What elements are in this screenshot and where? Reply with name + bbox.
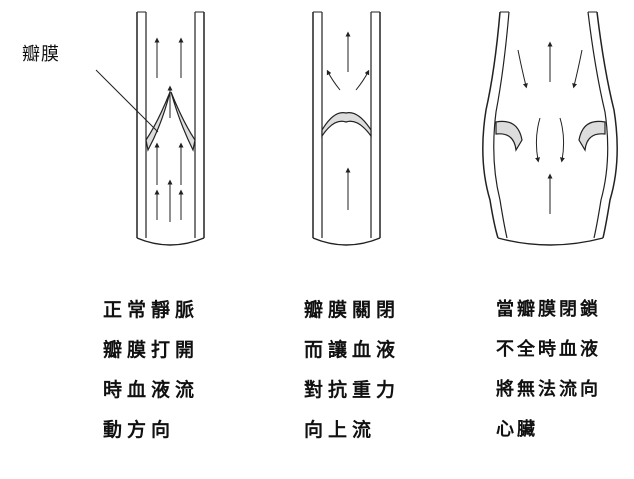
- caption-line: 時血液流: [103, 379, 200, 401]
- caption-closed-valve: 瓣膜關閉 而讓血液 對抗重力 向上流: [304, 290, 400, 450]
- caption-line: 不全時血液: [496, 339, 601, 360]
- caption-line: 當瓣膜閉鎖: [496, 299, 601, 320]
- valve-cusp-right: [170, 91, 196, 152]
- caption-line: 將無法流向: [496, 379, 601, 400]
- caption-normal-vein: 正常靜脈 瓣膜打開 時血液流 動方向: [103, 290, 199, 450]
- caption-line: 瓣膜打開: [103, 339, 200, 361]
- valve-callout-label: 瓣膜: [22, 44, 60, 65]
- caption-line: 動方向: [103, 419, 176, 441]
- caption-line: 而讓血液: [304, 339, 401, 361]
- caption-incompetent-valve: 當瓣膜閉鎖 不全時血液 將無法流向 心臟: [496, 290, 601, 450]
- vein-normal-open-valve: [136, 11, 205, 246]
- caption-line: 正常靜脈: [103, 299, 200, 321]
- vein-incompetent-valve: [482, 11, 618, 246]
- caption-line: 瓣膜關閉: [304, 299, 401, 321]
- caption-line: 向上流: [304, 419, 377, 441]
- caption-line: 心臟: [496, 419, 538, 440]
- valve-cusp-closed: [321, 112, 372, 138]
- vein-closed-valve: [312, 11, 381, 246]
- caption-line: 對抗重力: [304, 379, 401, 401]
- valve-cusp-left: [145, 91, 171, 152]
- callout-leader-line: [95, 69, 159, 133]
